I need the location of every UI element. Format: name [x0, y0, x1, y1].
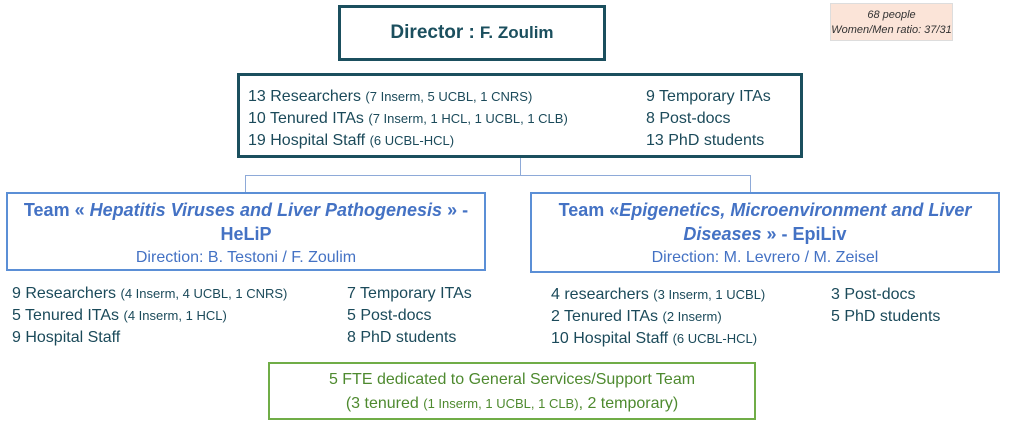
team-direction: Direction: M. Levrero / M. Zeisel	[651, 249, 879, 266]
team-epiliv-box: Team «Epigenetics, Microenvironment and …	[530, 192, 1000, 273]
unit-staff-box: 13 Researchers (7 Inserm, 5 UCBL, 1 CNRS…	[237, 73, 803, 158]
director-box: Director :F. Zoulim	[338, 5, 606, 61]
helip-right-list: 7 Temporary ITAs 5 Post-docs 8 PhD stude…	[347, 283, 472, 349]
connector	[245, 175, 246, 192]
list-item: 5 Tenured ITAs (4 Inserm, 1 HCL)	[12, 307, 227, 324]
team-direction: Direction: B. Testoni / F. Zoulim	[135, 249, 357, 266]
support-line: (3 tenured (1 Inserm, 1 UCBL, 1 CLB), 2 …	[345, 395, 679, 412]
director-label: Director :	[390, 22, 475, 43]
list-item: 5 PhD students	[831, 308, 941, 325]
list-item: 13 PhD students	[646, 132, 765, 149]
epiliv-left-list: 4 researchers (3 Inserm, 1 UCBL) 2 Tenur…	[551, 284, 765, 350]
unit-right-list: 9 Temporary ITAs 8 Post-docs 13 PhD stud…	[646, 86, 771, 152]
epiliv-right-list: 3 Post-docs 5 PhD students	[831, 284, 940, 328]
team-short-name: HeLiP	[220, 224, 272, 244]
list-item: 3 Post-docs	[831, 286, 916, 303]
list-item: 4 researchers (3 Inserm, 1 UCBL)	[551, 286, 766, 303]
support-line: 5 FTE dedicated to General Services/Supp…	[328, 371, 696, 388]
list-item: 9 Researchers (4 Inserm, 4 UCBL, 1 CNRS)	[12, 285, 288, 302]
list-item: 10 Tenured ITAs (7 Inserm, 1 HCL, 1 UCBL…	[248, 110, 568, 127]
list-item: 13 Researchers (7 Inserm, 5 UCBL, 1 CNRS…	[248, 88, 533, 105]
list-item: 8 Post-docs	[646, 110, 731, 127]
unit-left-list: 13 Researchers (7 Inserm, 5 UCBL, 1 CNRS…	[248, 86, 568, 152]
list-item: 9 Temporary ITAs	[646, 88, 771, 105]
list-item: 8 PhD students	[347, 329, 457, 346]
connector	[750, 175, 751, 192]
list-item: 10 Hospital Staff (6 UCBL-HCL)	[551, 330, 758, 347]
team-helip-box: Team « Hepatitis Viruses and Liver Patho…	[6, 192, 486, 271]
list-item: 5 Post-docs	[347, 307, 432, 324]
helip-left-list: 9 Researchers (4 Inserm, 4 UCBL, 1 CNRS)…	[12, 283, 287, 349]
connector	[245, 175, 751, 176]
support-team-box: 5 FTE dedicated to General Services/Supp…	[268, 362, 756, 420]
gender-ratio: Women/Men ratio: 37/31	[831, 24, 952, 36]
list-item: 2 Tenured ITAs (2 Inserm)	[551, 308, 722, 325]
connector	[520, 158, 521, 175]
list-item: 7 Temporary ITAs	[347, 285, 472, 302]
list-item: 9 Hospital Staff	[12, 329, 121, 346]
list-item: 19 Hospital Staff (6 UCBL-HCL)	[248, 132, 455, 149]
people-count: 68 people	[867, 9, 916, 21]
director-name: F. Zoulim	[479, 23, 554, 42]
